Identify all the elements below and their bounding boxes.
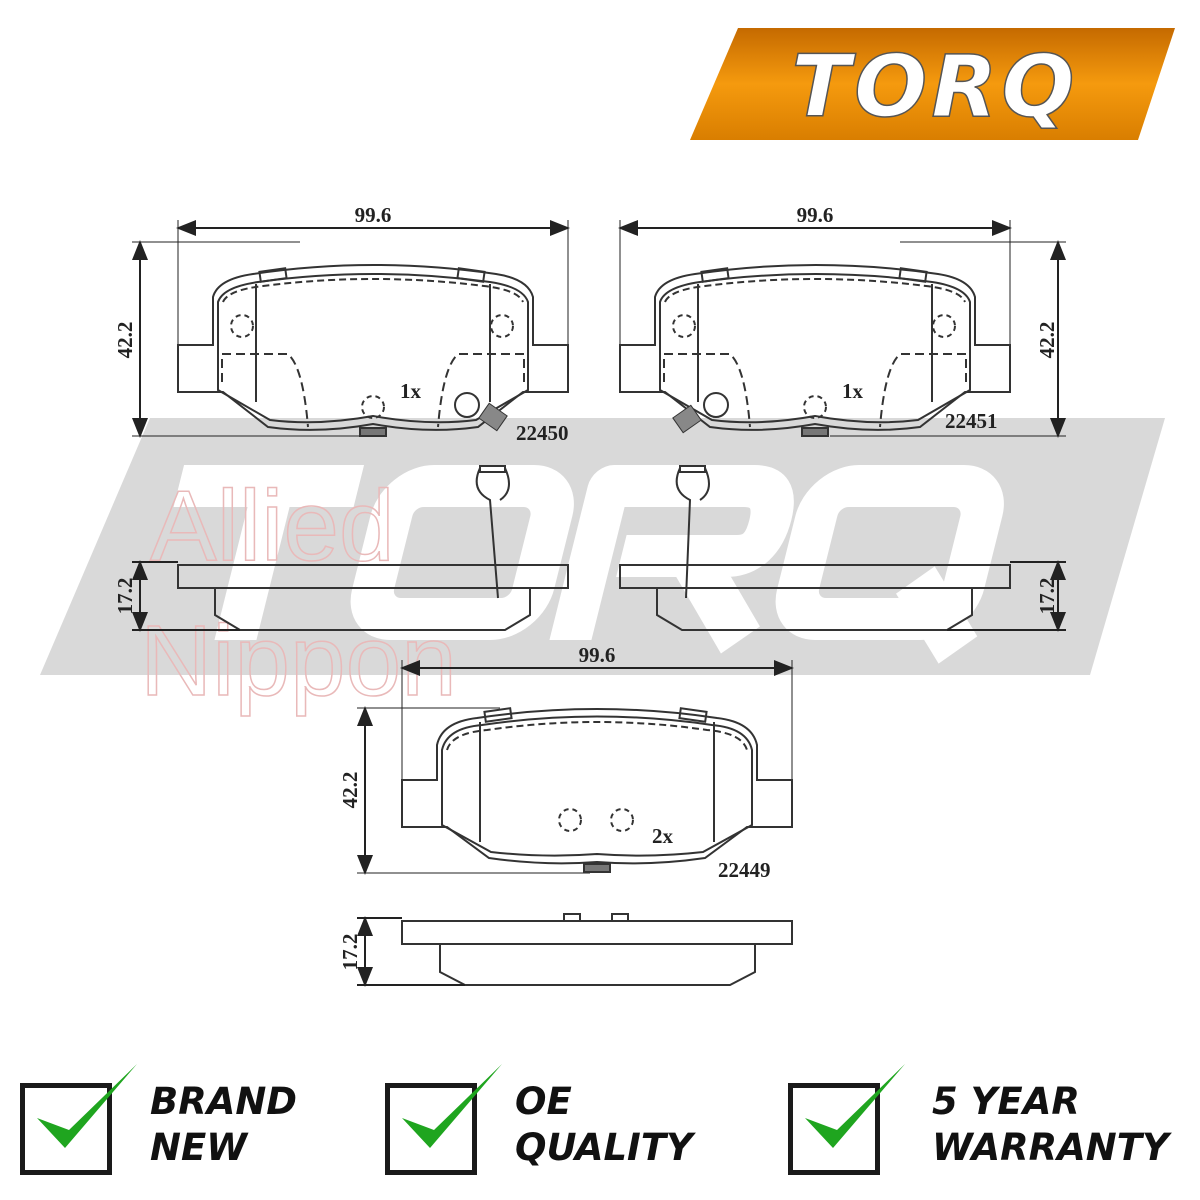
pad-22450-front: 99.6 42.2 1x 22450 xyxy=(113,203,570,445)
pad3-width-label: 99.6 xyxy=(579,643,616,667)
pad-22451-front: 99.6 42.2 1x 22451 xyxy=(618,203,1066,438)
pad3-thickness-label: 17.2 xyxy=(338,934,362,971)
feature-line-2: QUALITY xyxy=(515,1126,693,1169)
pad-22449-front: 99.6 42.2 2x 22449 xyxy=(338,643,794,882)
feature-line-2: WARRANTY xyxy=(932,1126,1169,1169)
pad2-quantity: 1x xyxy=(842,379,864,403)
pad-22450-side xyxy=(132,465,569,632)
pad1-width-label: 99.6 xyxy=(355,203,392,227)
pad2-part-number: 22451 xyxy=(945,409,998,433)
check-icon xyxy=(37,1064,137,1148)
pad2-height-label: 42.2 xyxy=(1035,322,1059,359)
pad3-part-number: 22449 xyxy=(718,858,771,882)
pad3-height-label: 42.2 xyxy=(338,772,362,809)
checkbox-icon xyxy=(20,1064,137,1175)
check-icon xyxy=(402,1064,502,1148)
brake-pad-technical-drawing: Allied Nippon 99.6 42.2 1x 22450 99.6 42… xyxy=(40,203,1165,987)
pad2-thickness-label: 17.2 xyxy=(1035,578,1059,615)
pad-22451-side xyxy=(619,465,1066,632)
pad2-width-label: 99.6 xyxy=(797,203,834,227)
watermark-logo xyxy=(173,465,1004,664)
pad3-quantity: 2x xyxy=(652,824,674,848)
checkbox-icon xyxy=(385,1064,502,1175)
pad1-height-label: 42.2 xyxy=(113,322,137,359)
watermark-company-1: Allied xyxy=(150,470,395,582)
feature-line-2: NEW xyxy=(150,1126,248,1169)
checkbox-icon xyxy=(788,1064,905,1175)
feature-line-1: OE xyxy=(515,1080,572,1123)
feature-line-1: BRAND xyxy=(150,1080,298,1123)
torq-logo: TORQ xyxy=(690,28,1175,140)
watermark-company-2: Nippon xyxy=(140,605,457,717)
svg-text:TORQ: TORQ xyxy=(791,37,1078,137)
feature-line-1: 5 YEAR xyxy=(932,1080,1080,1123)
pad1-part-number: 22450 xyxy=(516,421,569,445)
check-icon xyxy=(805,1064,905,1148)
pad1-thickness-label: 17.2 xyxy=(113,578,137,615)
pad-22449-side xyxy=(357,913,793,987)
pad1-quantity: 1x xyxy=(400,379,422,403)
